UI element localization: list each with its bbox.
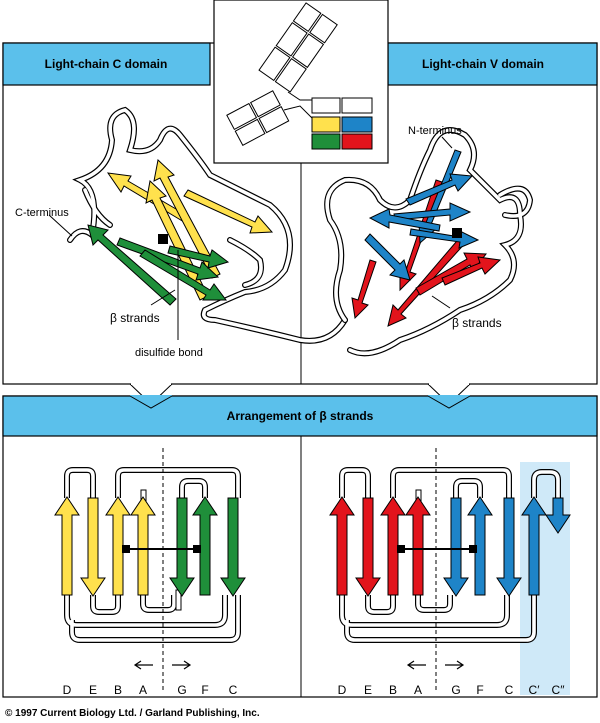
v-letter-C-prime: C′: [529, 683, 541, 697]
beta-right-leader: [431, 295, 451, 309]
beta-strands-left-label: β strands: [110, 311, 160, 325]
c-strand-green-1: [87, 224, 177, 306]
beta-strands-right-label: β strands: [452, 316, 502, 330]
v-arrow-left: [406, 660, 426, 670]
header-bar-left: [2, 42, 211, 86]
c-strand-A: [130, 496, 156, 596]
disulfide-bond-label: disulfide bond: [135, 347, 203, 359]
c-strand-B: [105, 496, 131, 596]
c-letter-G: G: [177, 683, 186, 697]
c-terminus-leader: [48, 214, 73, 237]
c-strand-green-2: [116, 237, 220, 281]
c-strand-C: [220, 497, 246, 597]
v-arrow-right: [445, 660, 465, 670]
c-topology-diagram: [54, 448, 246, 690]
c-letter-F: F: [201, 683, 208, 697]
v-letter-C: C: [505, 683, 514, 697]
c-disulfide-dot: [158, 234, 168, 244]
v-strand-red-5: [351, 259, 377, 320]
v-strand-C-prime: [521, 496, 547, 596]
v-letter-F: F: [476, 683, 483, 697]
v-domain-ribbon: [324, 127, 534, 357]
c-letter-B: B: [114, 683, 122, 697]
v-letter-B: B: [389, 683, 397, 697]
v-strand-blue-4: [368, 208, 441, 232]
c-strand-green-3: [139, 249, 227, 301]
c-arrow-right: [172, 660, 192, 670]
c-strand-yellow-4: [183, 189, 274, 234]
c-prime-highlight: [520, 462, 570, 695]
v-strand-blue-5: [364, 233, 411, 281]
v-strand-blue-3: [393, 202, 472, 222]
v-strand-C: [496, 497, 522, 597]
c-strand-D: [54, 496, 80, 596]
strand-letters-right: D E B A G F C C′ C″: [338, 683, 566, 697]
c-terminus-label: C-terminus: [15, 207, 69, 219]
header-bottom: Arrangement of β strands: [227, 409, 374, 423]
v-strand-D: [329, 496, 355, 596]
v-letter-A: A: [414, 683, 422, 697]
c-letter-C: C: [229, 683, 238, 697]
v-strand-red-4: [441, 256, 502, 286]
v-strand-G: [443, 497, 469, 597]
v-strand-F: [467, 496, 493, 596]
c-strand-G: [169, 497, 195, 597]
v-strand-A: [405, 496, 431, 596]
v-letter-E: E: [364, 683, 372, 697]
bottom-panel: [2, 395, 598, 698]
header-left: Light-chain C domain: [45, 57, 168, 71]
antibody-sketch: [226, 2, 373, 150]
v-topology-diagram: [329, 448, 571, 690]
v-strand-red-2: [387, 234, 469, 327]
c-strand-E: [80, 497, 106, 597]
header-bar-bottom: [2, 395, 598, 437]
c-strand-green-4: [167, 245, 230, 269]
v-letter-D: D: [338, 683, 347, 697]
strand-letters-left: D E B A G F C: [63, 683, 238, 697]
v-strand-blue-2: [405, 173, 474, 206]
v-letter-G: G: [451, 683, 460, 697]
c-letter-D: D: [63, 683, 72, 697]
header-right: Light-chain V domain: [422, 57, 544, 71]
c-letter-E: E: [89, 683, 97, 697]
beta-left-leader: [150, 289, 176, 306]
header-bar-right: [387, 42, 598, 86]
c-letter-A: A: [139, 683, 147, 697]
n-terminus-leader: [441, 136, 453, 149]
c-strand-F: [192, 496, 218, 596]
v-letter-C-double-prime: C″: [552, 683, 566, 697]
c-arrow-left: [133, 660, 153, 670]
v-strand-E: [355, 497, 381, 597]
v-disulfide-dot: [452, 228, 462, 238]
v-strand-B: [380, 496, 406, 596]
v-strand-C-double-prime: [545, 497, 571, 534]
copyright-text: © 1997 Current Biology Ltd. / Garland Pu…: [5, 708, 260, 719]
n-terminus-label: N-terminus: [408, 125, 462, 137]
c-domain-ribbon: [48, 106, 348, 344]
